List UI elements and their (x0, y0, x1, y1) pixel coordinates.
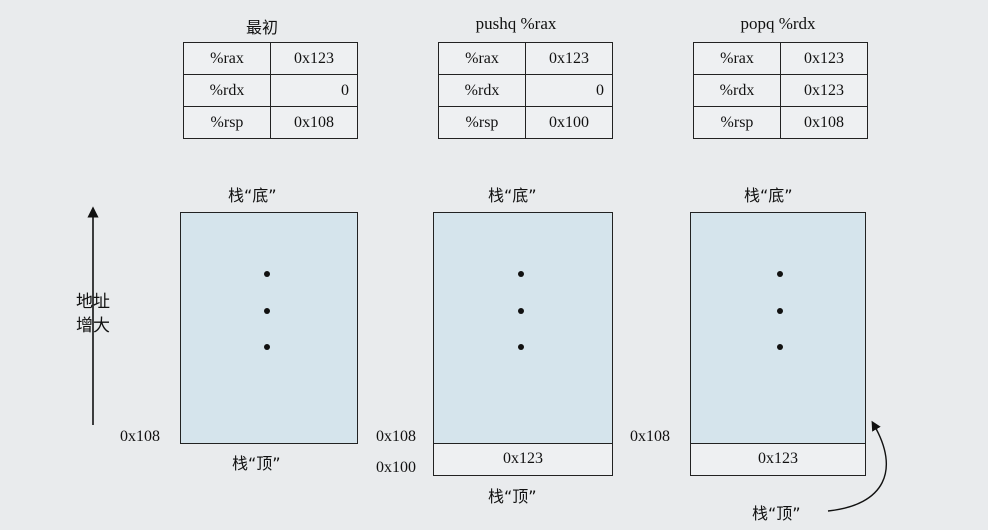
panel3-stack-bottom-label: 栈“底” (744, 186, 793, 205)
panel1-stack-top-label: 栈“顶” (232, 454, 281, 473)
register-value: 0x123 (270, 42, 358, 75)
panel1-stack-bottom-label: 栈“底” (228, 186, 277, 205)
register-name: %rdx (693, 74, 781, 107)
register-value: 0x123 (780, 42, 868, 75)
register-row-rdx: %rdx 0 (438, 74, 613, 107)
register-name: %rsp (183, 106, 271, 139)
ellipsis-dot (777, 344, 783, 350)
register-value: 0x108 (780, 106, 868, 139)
panel3-stack-top-label: 栈“顶” (752, 504, 801, 523)
register-value: 0x108 (270, 106, 358, 139)
register-name: %rsp (438, 106, 526, 139)
ellipsis-dot (264, 344, 270, 350)
panel3-address-0x108: 0x108 (630, 428, 670, 445)
register-name: %rax (438, 42, 526, 75)
panel2-address-0x100: 0x100 (376, 459, 416, 476)
register-row-rsp: %rsp 0x108 (693, 106, 868, 139)
panel2-register-table: %rax 0x123 %rdx 0 %rsp 0x100 (438, 42, 613, 139)
ellipsis-dot (777, 271, 783, 277)
panel2-stack (433, 212, 613, 444)
ellipsis-dot (518, 271, 524, 277)
panel1-stack (180, 212, 358, 444)
panel3-title: popq %rdx (740, 14, 816, 33)
register-value: 0 (270, 74, 358, 107)
panel3-popped-slot: 0x123 (690, 443, 866, 476)
register-row-rax: %rax 0x123 (183, 42, 358, 75)
register-value: 0x123 (780, 74, 868, 107)
ellipsis-dot (264, 308, 270, 314)
panel3-stack (690, 212, 866, 444)
panel1-title: 最初 (245, 18, 278, 37)
register-row-rax: %rax 0x123 (438, 42, 613, 75)
register-value: 0x100 (525, 106, 613, 139)
panel2-stack-top-label: 栈“顶” (488, 487, 537, 506)
ellipsis-dot (518, 308, 524, 314)
ellipsis-dot (777, 308, 783, 314)
panel1-register-table: %rax 0x123 %rdx 0 %rsp 0x108 (183, 42, 358, 139)
panel2-pushed-slot: 0x123 (433, 443, 613, 476)
register-row-rsp: %rsp 0x100 (438, 106, 613, 139)
register-row-rdx: %rdx 0x123 (693, 74, 868, 107)
register-name: %rsp (693, 106, 781, 139)
panel2-address-0x108: 0x108 (376, 428, 416, 445)
ellipsis-dot (264, 271, 270, 277)
panel3-register-table: %rax 0x123 %rdx 0x123 %rsp 0x108 (693, 42, 868, 139)
register-name: %rdx (438, 74, 526, 107)
panel1-address-0x108: 0x108 (120, 428, 160, 445)
panel2-title: pushq %rax (475, 14, 557, 33)
ellipsis-dot (518, 344, 524, 350)
panel2-stack-bottom-label: 栈“底” (488, 186, 537, 205)
register-value: 0 (525, 74, 613, 107)
register-row-rax: %rax 0x123 (693, 42, 868, 75)
stack-top-pointer-arrow (827, 420, 888, 512)
register-row-rsp: %rsp 0x108 (183, 106, 358, 139)
